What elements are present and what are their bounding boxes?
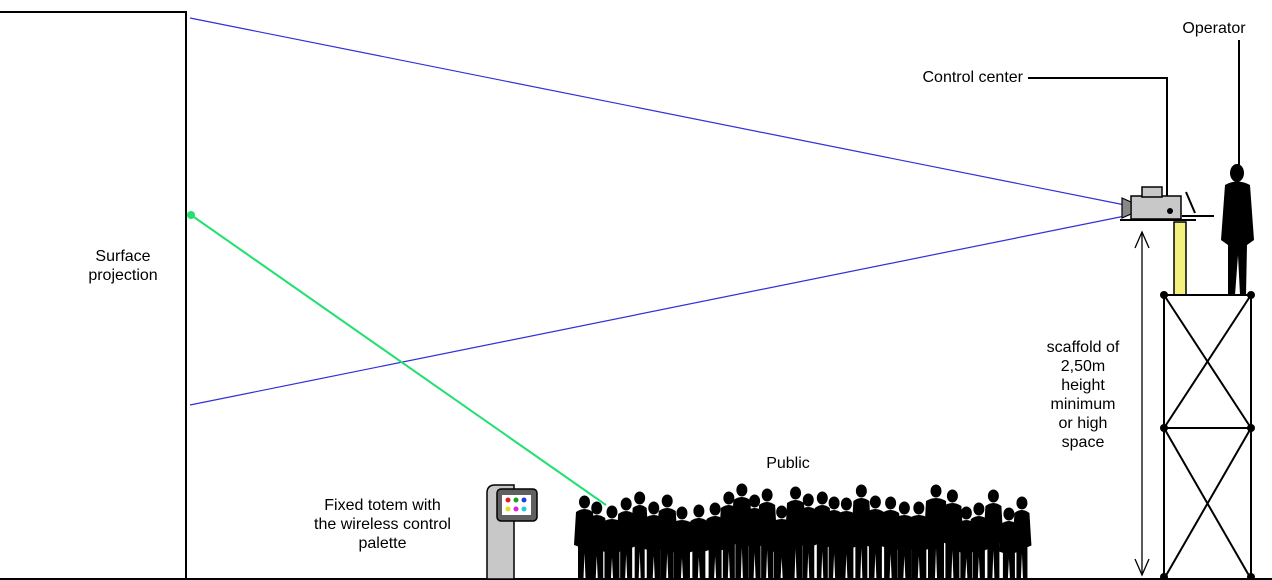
crowd-person-head: [987, 489, 999, 503]
crowd-person-body: [983, 503, 1004, 578]
scaffold-label-line-3: height: [1061, 377, 1105, 394]
crowd-person-head: [648, 501, 660, 515]
crowd-person-body: [798, 507, 819, 578]
scaffold-label-line-6: space: [1061, 434, 1105, 451]
projection-beam-bottom: [189, 215, 1126, 406]
laser-dot: [187, 211, 195, 219]
crowd-person-head: [661, 494, 673, 508]
crowd-person-body: [669, 520, 694, 578]
crowd-person-body: [688, 518, 710, 578]
crowd-person-head: [816, 491, 828, 505]
crowd-person-head: [960, 506, 972, 520]
crowd-person-head: [736, 483, 748, 497]
crowd-person-body: [757, 502, 778, 578]
crowd-person-head: [930, 484, 942, 498]
operator-label: Operator: [1182, 20, 1246, 37]
control-center-leader: [1028, 77, 1168, 197]
crowd-person-body: [924, 498, 948, 578]
crowd-person-body: [835, 511, 858, 578]
person-silhouette-icon: [1221, 164, 1254, 295]
crowd-person-head: [885, 496, 897, 510]
totem-label-line-3: palette: [358, 535, 407, 552]
scaffold-label-line-5: or high: [1058, 415, 1108, 432]
crowd-silhouette-icon: [574, 483, 1032, 578]
totem-kiosk-icon: [486, 484, 538, 580]
crowd-person-head: [790, 486, 802, 500]
surface-projection-line-2: projection: [88, 267, 158, 284]
crowd-person-head: [913, 501, 925, 515]
control-center-label: Control center: [922, 69, 1024, 86]
crowd-person-head: [1003, 507, 1015, 521]
height-dimension-arrow: [1134, 230, 1150, 577]
totem-label-line-1: Fixed totem with: [324, 497, 441, 514]
scaffold-label: scaffold of 2,50m height minimum or high…: [1028, 338, 1138, 452]
crowd-person-head: [723, 491, 735, 505]
crowd-person-body: [941, 503, 964, 578]
crowd-person-body: [851, 498, 872, 578]
crowd-person-head: [898, 501, 910, 515]
projection-wall: [0, 11, 187, 580]
crowd-person-head: [709, 502, 721, 516]
laser-beam: [190, 214, 607, 506]
surface-projection-line-1: Surface: [95, 248, 151, 265]
scaffold-label-line-2: 2,50m: [1060, 358, 1106, 375]
crowd-person-body: [616, 511, 637, 578]
crowd-person-head: [946, 489, 958, 503]
crowd-person-head: [1016, 496, 1028, 510]
totem-label-line-2: the wireless control: [314, 516, 451, 533]
scaffold-label-line-4: minimum: [1050, 396, 1116, 413]
crowd-person-head: [776, 505, 788, 519]
crowd-person-head: [840, 497, 852, 511]
projection-beam-top: [189, 17, 1126, 206]
scaffold-tower: [1163, 294, 1252, 580]
crowd-person-head: [749, 494, 761, 508]
totem-label: Fixed totem with the wireless control pa…: [290, 496, 475, 553]
crowd-person-body: [630, 505, 649, 578]
crowd-person-head: [693, 504, 705, 518]
scaffold-joints: [1160, 291, 1255, 580]
crowd-person-head: [855, 484, 867, 498]
crowd-person-head: [802, 493, 814, 507]
crowd-person-head: [973, 502, 985, 516]
scaffold-post: [1173, 221, 1187, 296]
crowd-person-head: [676, 506, 688, 520]
crowd-person-head: [620, 497, 632, 511]
public-label: Public: [766, 455, 810, 472]
crowd-person-head: [606, 505, 618, 519]
surface-projection-label: Surface projection: [78, 247, 168, 285]
crowd-person-body: [1012, 510, 1032, 578]
crowd-person-head: [634, 491, 646, 505]
laptop-icon: [1182, 191, 1214, 217]
crowd-person-head: [761, 488, 773, 502]
scaffold-label-line-1: scaffold of: [1046, 339, 1120, 356]
projector-icon: [1121, 186, 1182, 220]
crowd-person-head: [869, 495, 881, 509]
crowd-person-body: [864, 509, 886, 578]
crowd-person-head: [591, 501, 603, 515]
crowd-person-head: [828, 496, 840, 510]
crowd-person-body: [968, 516, 989, 578]
crowd-person-head: [579, 495, 590, 509]
